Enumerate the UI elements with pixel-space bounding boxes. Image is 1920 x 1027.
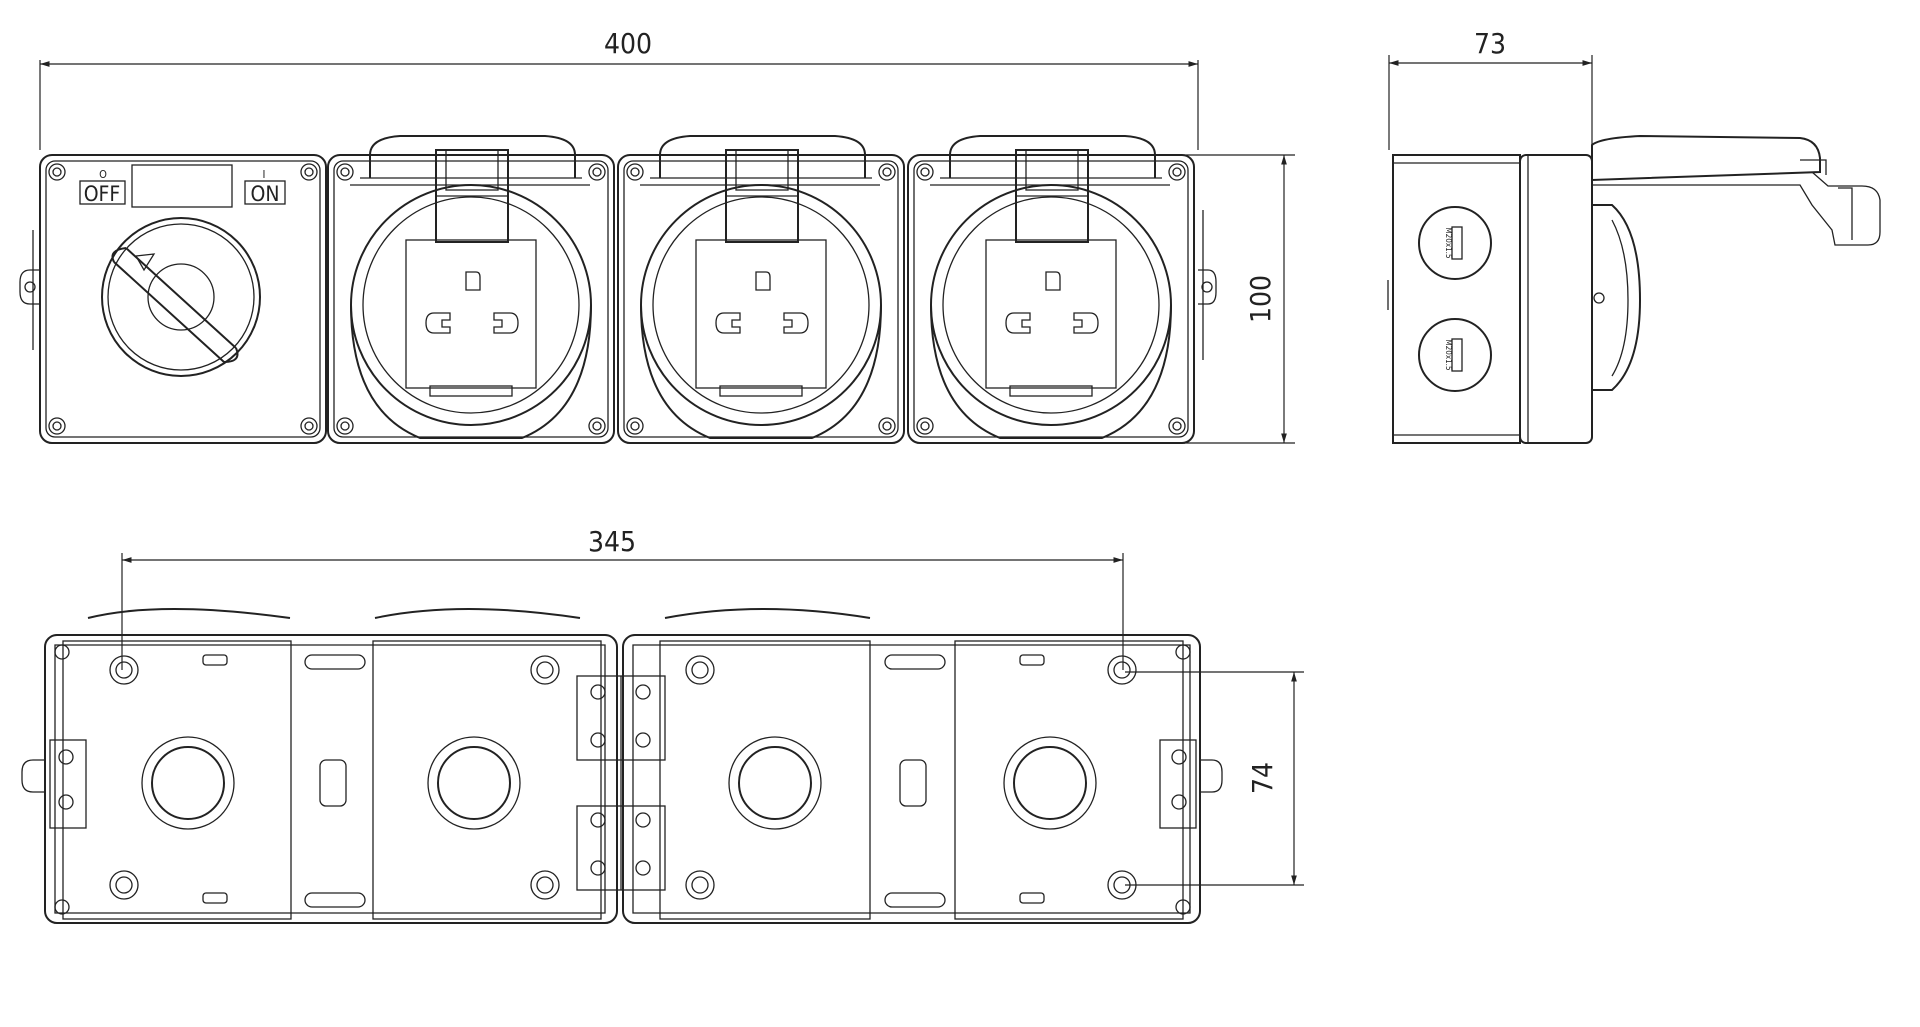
cable-knockout-2: M20x1.5	[1418, 318, 1492, 392]
back-view: 345 74	[21, 525, 1304, 924]
dimension-back-width: 345	[121, 525, 1124, 670]
rotary-switch-knob	[101, 217, 261, 377]
dimension-label-345: 345	[588, 525, 636, 558]
dimension-back-height: 74	[1125, 671, 1304, 886]
side-view: 73 M20x1.5 M20x1.5	[1387, 27, 1881, 444]
dimension-label-74: 74	[1246, 762, 1279, 794]
dimension-label-73: 73	[1474, 27, 1506, 60]
front-view: 400 100 O OFF I ON	[19, 27, 1295, 444]
dimension-side-depth: 73	[1388, 27, 1593, 150]
socket-module-3	[907, 135, 1195, 444]
on-symbol: I	[263, 168, 266, 181]
back-housing-right	[622, 608, 1223, 924]
switch-module: O OFF I ON	[19, 154, 327, 444]
dimension-label-400: 400	[604, 27, 652, 60]
on-label: ON	[251, 182, 280, 206]
center-joint-brackets	[576, 675, 666, 891]
off-symbol: O	[99, 168, 107, 181]
socket-module-2	[617, 135, 905, 444]
knockout-label-2: M20x1.5	[1444, 339, 1453, 370]
off-label: OFF	[84, 182, 121, 206]
back-housing-left	[21, 608, 618, 924]
socket-module-1	[327, 135, 615, 444]
dimension-front-width: 400	[39, 27, 1199, 150]
cable-knockout-1: M20x1.5	[1418, 206, 1492, 280]
knockout-label-1: M20x1.5	[1444, 227, 1453, 258]
dimension-label-100: 100	[1244, 275, 1277, 323]
